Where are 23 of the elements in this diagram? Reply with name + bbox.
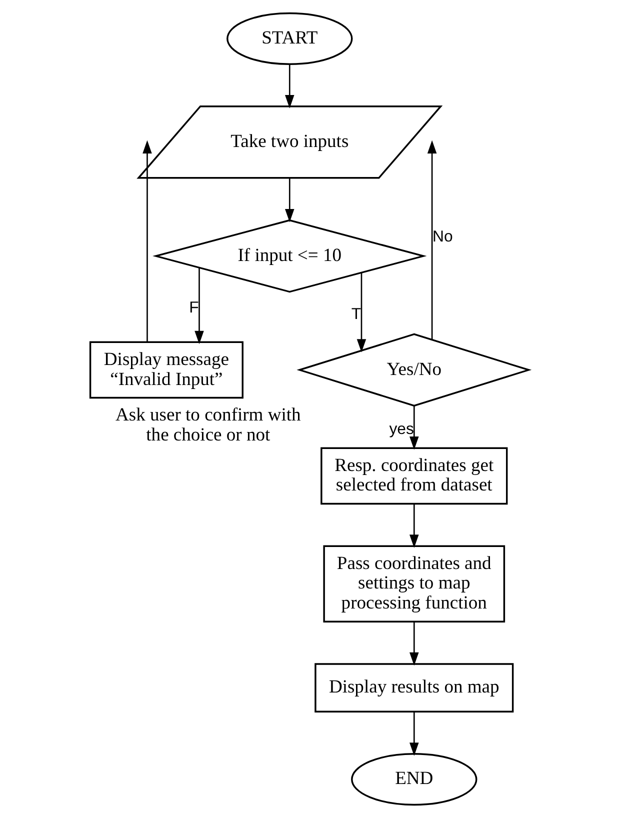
edge-label: F — [189, 299, 199, 316]
arrow — [410, 622, 419, 666]
node-ellipse: START — [226, 12, 353, 65]
node-label: Ask user to confirm with the choice or not — [116, 404, 301, 446]
arrow — [410, 504, 419, 548]
edge-label: yes — [389, 421, 414, 438]
arrow — [285, 178, 294, 222]
arrow — [194, 268, 204, 344]
node-ellipse: END — [351, 753, 478, 806]
arrow — [356, 272, 366, 352]
node-box: Resp. coordinates get selected from dataset — [320, 447, 508, 505]
node-box: Pass coordinates and settings to map processing function — [323, 545, 506, 622]
arrow — [285, 64, 294, 108]
node-box: Display message “Invalid Input” — [89, 341, 244, 399]
node-box: Display results on map — [314, 663, 514, 712]
edge-label: No — [432, 228, 453, 246]
edge-label: T — [351, 306, 362, 324]
node-diamond: Yes/No — [296, 333, 532, 407]
arrow — [142, 140, 152, 342]
arrow — [410, 406, 419, 450]
arrow — [410, 712, 419, 756]
arrow — [427, 140, 437, 340]
node-diamond: If input <= 10 — [152, 219, 427, 293]
